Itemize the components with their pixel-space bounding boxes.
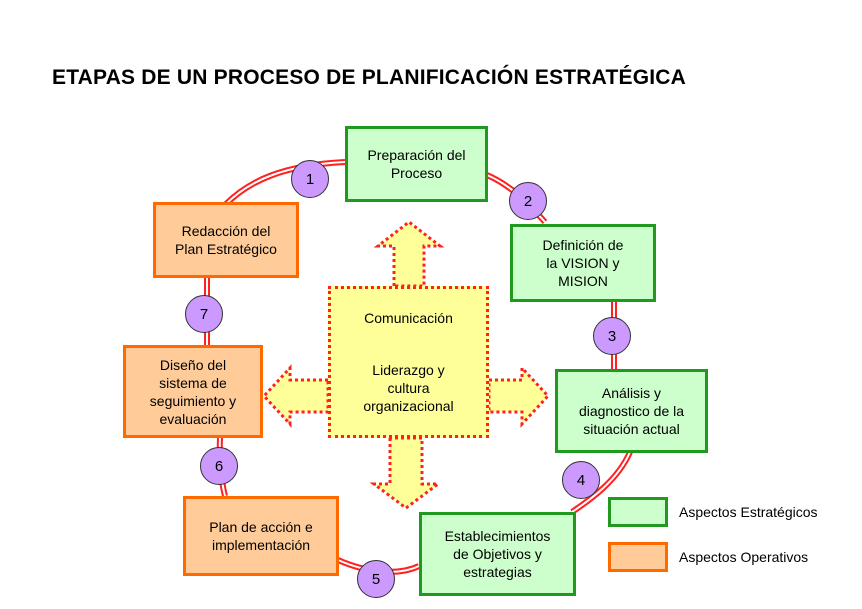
step-number-2: 2 — [509, 182, 547, 220]
step-label-6: Diseño del sistema de seguimiento y eval… — [149, 356, 237, 427]
arrow-right — [487, 364, 551, 428]
step-box-7: Redacción del Plan Estratégico — [153, 202, 299, 278]
step-number-4: 4 — [562, 461, 600, 499]
step-box-1: Preparación del Proceso — [345, 126, 488, 202]
step-number-5: 5 — [357, 560, 395, 598]
step-box-5: Plan de acción e implementación — [183, 496, 339, 576]
legend-swatch-estrategicos — [608, 497, 668, 527]
arrow-down — [369, 436, 443, 510]
center-liderazgo: Liderazgo y cultura organizacional — [363, 362, 454, 414]
legend-label-operativos: Aspectos Operativos — [679, 549, 809, 565]
step-label-2: Definición de la VISION y MISION — [542, 237, 624, 289]
legend-label-estrategicos: Aspectos Estratégicos — [679, 504, 818, 520]
center-arrows — [261, 220, 551, 510]
step-label-5: Plan de acción e implementación — [209, 519, 313, 553]
step-box-3: Análisis y diagnostico de la situación a… — [555, 369, 708, 453]
step-box-4: Establecimientos de Objetivos y estrateg… — [419, 512, 576, 596]
arrow-left — [261, 364, 330, 428]
step-label-4: Establecimientos de Objetivos y estrateg… — [444, 528, 551, 580]
step-label-7: Redacción del Plan Estratégico — [175, 223, 277, 257]
step-number-1: 1 — [291, 160, 329, 198]
step-label-1: Preparación del Proceso — [367, 147, 466, 181]
step-number-3: 3 — [593, 317, 631, 355]
center-comunicacion: Comunicación — [364, 310, 453, 326]
step-number-6: 6 — [200, 447, 238, 485]
diagram-title: ETAPAS DE UN PROCESO DE PLANIFICACIÓN ES… — [52, 66, 687, 89]
center-box: Comunicación Liderazgo y cultura organiz… — [328, 286, 489, 438]
step-label-3: Análisis y diagnostico de la situación a… — [578, 385, 685, 437]
step-box-2: Definición de la VISION y MISION — [510, 224, 656, 302]
step-box-6: Diseño del sistema de seguimiento y eval… — [123, 345, 263, 438]
step-number-7: 7 — [185, 295, 223, 333]
arrow-up — [373, 220, 445, 288]
legend-swatch-operativos — [608, 542, 668, 572]
